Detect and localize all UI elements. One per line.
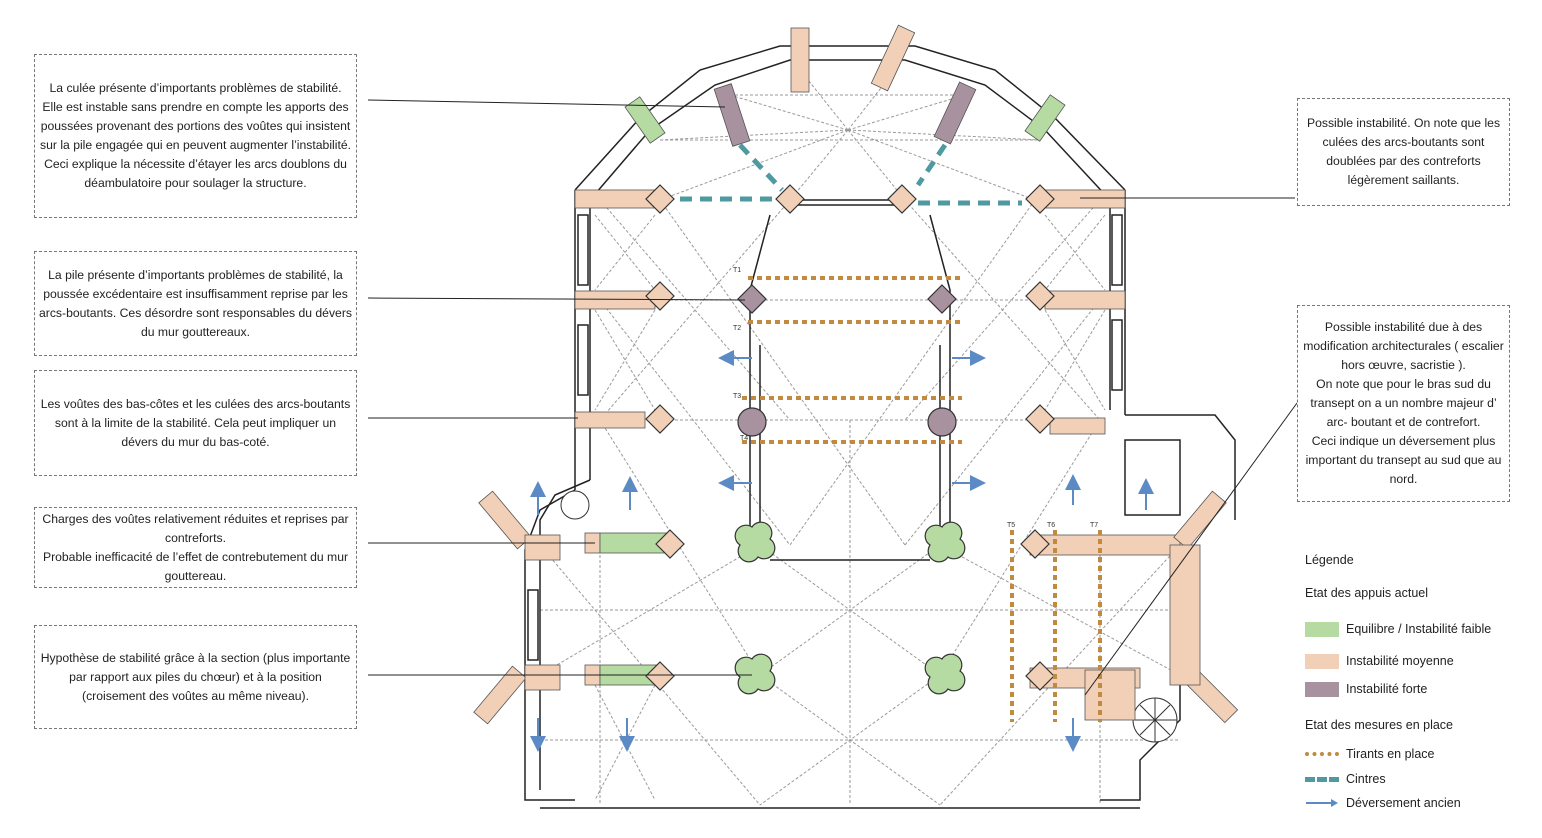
legend-label: Equilibre / Instabilité faible [1346, 622, 1492, 636]
note-text: Possible instabilité. On note que les cu… [1306, 116, 1501, 187]
legend-item-deversement: Déversement ancien [1305, 793, 1461, 813]
tie-label: T7 [1090, 522, 1098, 529]
legend-label: Instabilité moyenne [1346, 654, 1454, 668]
legend-item-tirants: Tirants en place [1305, 744, 1434, 764]
staircases [560, 490, 1178, 743]
legend-swatch-cintres [1305, 776, 1339, 782]
legend-section-appuis: Etat des appuis actuel [1305, 586, 1428, 600]
legend-label: Tirants en place [1346, 747, 1435, 761]
legend-arrow-icon [1306, 799, 1338, 807]
note-voutes-bas-cotes: Les voûtes des bas-côtes et les culées d… [34, 370, 357, 476]
note-text: Possible instabilité due à des modificat… [1303, 320, 1504, 486]
vault-ribs [539, 69, 1181, 806]
legend-label: Déversement ancien [1346, 796, 1461, 810]
note-modifications-architecturales: Possible instabilité due à des modificat… [1297, 305, 1510, 502]
tie-label: T5 [1007, 522, 1015, 529]
note-pile-instable: La pile présente d’importants problèmes … [34, 251, 357, 356]
legend-label: Cintres [1346, 772, 1386, 786]
piers [645, 184, 1055, 695]
tirants-ties [742, 276, 1102, 722]
cintres-shoring [680, 143, 1022, 206]
legend-label: Instabilité forte [1346, 682, 1428, 696]
note-text: Hypothèse de stabilité grâce à la sectio… [40, 650, 351, 703]
tie-label: T2 [733, 325, 741, 332]
legend-swatch-green [1305, 621, 1339, 637]
legend-swatch-tirants [1305, 752, 1339, 756]
legend-swatch-mauve [1305, 681, 1339, 697]
note-hypothese-stabilite: Hypothèse de stabilité grâce à la sectio… [34, 625, 357, 729]
tie-labels: T1 T2 T3 T4 T5 T6 T7 [733, 267, 1098, 529]
tie-label: T3 [733, 393, 741, 400]
deversement-arrows [530, 350, 1154, 752]
note-culee-instable: La culée présente d’importants problèmes… [34, 54, 357, 218]
legend-item-cintres: Cintres [1305, 769, 1386, 789]
note-text: La culée présente d’importants problèmes… [40, 81, 351, 190]
tie-label: T4 [740, 435, 748, 442]
leader-lines [367, 99, 1298, 696]
tie-label: T6 [1047, 522, 1055, 529]
note-text: Les voûtes des bas-côtes et les culées d… [40, 396, 351, 449]
note-charges-voutes: Charges des voûtes relativement réduites… [34, 507, 357, 588]
legend-item-equilibre: Equilibre / Instabilité faible [1305, 619, 1491, 639]
legend-item-moyenne: Instabilité moyenne [1305, 651, 1454, 671]
note-possible-instabilite: Possible instabilité. On note que les cu… [1297, 98, 1510, 206]
tie-label: T1 [733, 267, 741, 274]
legend-title: Légende [1305, 553, 1354, 567]
note-text: La pile présente d’importants problèmes … [39, 267, 352, 339]
legend-swatch-peach [1305, 653, 1339, 669]
note-text: Charges des voûtes relativement réduites… [42, 511, 349, 583]
buttresses [473, 24, 1239, 725]
legend-section-mesures: Etat des mesures en place [1305, 718, 1453, 732]
legend-item-forte: Instabilité forte [1305, 679, 1427, 699]
